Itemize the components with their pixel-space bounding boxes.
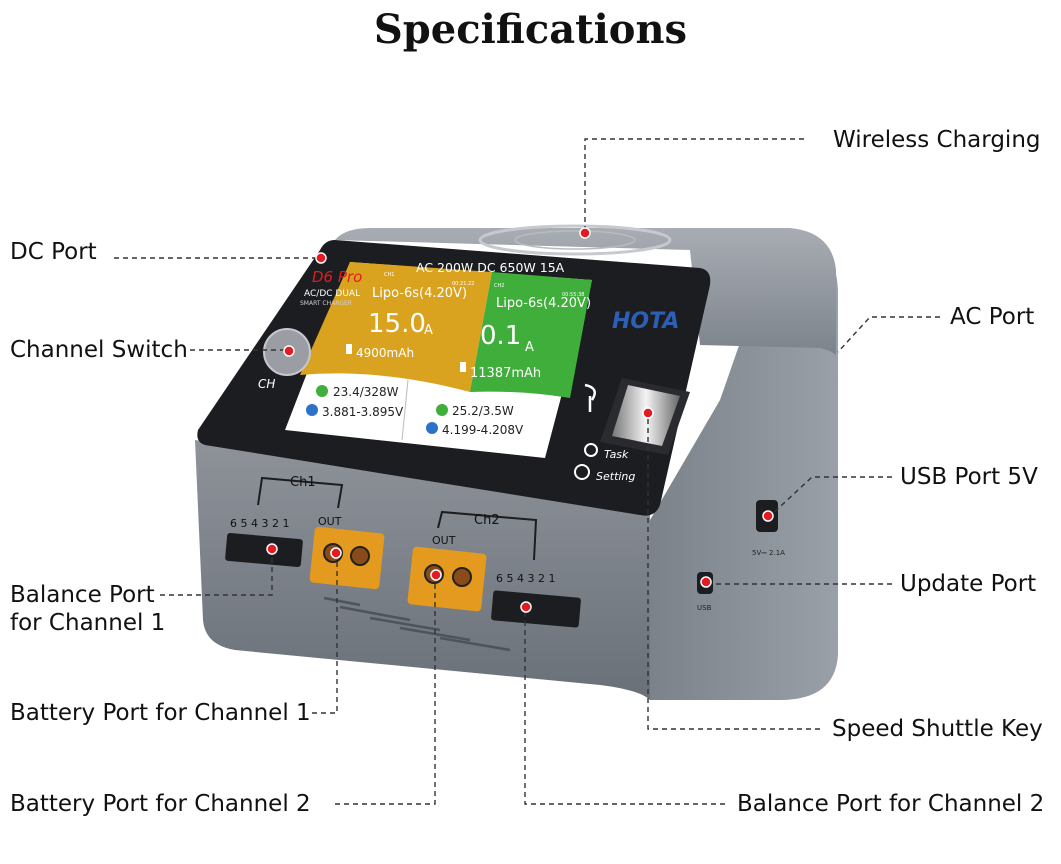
callout-balance-port-ch1-line1: Balance Port xyxy=(10,582,155,608)
device-subtitle-2: SMART CHARGER xyxy=(300,300,352,307)
marker-usb xyxy=(762,510,774,522)
ch1-power-icon xyxy=(316,385,328,397)
ch2-tag: CH2 xyxy=(494,283,504,289)
battery-port-ch1[interactable] xyxy=(309,526,385,590)
ch1-current: 15.0 xyxy=(368,309,426,339)
callout-ac-port: AC Port xyxy=(950,304,1035,330)
task-label: Task xyxy=(604,448,629,461)
callout-balance-port-ch2: Balance Port for Channel 2 xyxy=(737,791,1045,817)
ch1-unit: A xyxy=(424,323,433,338)
leader-speed-shuttle xyxy=(647,418,820,730)
leader-balance-ch1 xyxy=(160,550,273,596)
callout-usb-port: USB Port 5V xyxy=(900,464,1038,490)
balance-port-ch2[interactable] xyxy=(491,590,581,628)
marker-dc xyxy=(315,252,327,264)
ch1-battery-icon xyxy=(346,344,352,354)
leader-battery-ch1 xyxy=(312,556,338,714)
usb-5v-label: 5V⎓ 2.1A xyxy=(752,549,785,557)
ch1-time: 00:21:22 xyxy=(452,281,474,287)
leader-battery-ch2 xyxy=(335,578,436,805)
ch2-voltage-icon xyxy=(426,422,438,434)
ch2-power-icon xyxy=(436,404,448,416)
wireless-pad xyxy=(478,224,672,256)
ch1-voltage: 3.881-3.895V xyxy=(322,405,404,419)
marker-battery-ch2 xyxy=(430,569,442,581)
ch1-balance-pins: 6 5 4 3 2 1 xyxy=(230,517,289,530)
marker-update xyxy=(700,576,712,588)
brand-logo: HOTA xyxy=(612,309,679,334)
ch1-out-label: OUT xyxy=(318,515,342,528)
ch2-battery: Lipo-6s(4.20V) xyxy=(496,296,591,311)
ch2-voltage: 4.199-4.208V xyxy=(442,423,524,437)
marker-balance-ch1 xyxy=(266,543,278,555)
ch1-battery: Lipo-6s(4.20V) xyxy=(372,286,467,301)
ch2-balance-pins: 6 5 4 3 2 1 xyxy=(496,572,555,585)
leader-wireless xyxy=(584,138,804,228)
lcd-ch2-panel xyxy=(470,272,592,398)
device-model: D6 Pro xyxy=(312,268,362,286)
battery-port-ch2[interactable] xyxy=(407,546,487,612)
ch2-group-label: Ch2 xyxy=(474,513,500,528)
device-subtitle: AC/DC DUAL xyxy=(304,289,360,299)
ch2-unit: A xyxy=(525,340,534,355)
lcd-ch1-panel xyxy=(300,262,492,392)
callout-wireless-charging: Wireless Charging xyxy=(833,127,1041,153)
callout-dc-port: DC Port xyxy=(10,239,97,265)
marker-shuttle xyxy=(642,407,654,419)
rotate-arrow-icon xyxy=(584,383,597,412)
balance-port-ch1[interactable] xyxy=(225,532,303,568)
leader-lines xyxy=(114,138,940,805)
page-title: Specifications xyxy=(373,6,688,53)
leader-ac xyxy=(837,316,940,353)
setting-icon xyxy=(574,464,590,480)
callout-balance-port-ch1-line2: for Channel 1 xyxy=(10,610,166,636)
ch1-tag: CH1 xyxy=(384,272,394,278)
marker-balance-ch2 xyxy=(520,601,532,613)
task-icon xyxy=(584,443,598,457)
ch2-capacity: 11387mAh xyxy=(470,366,541,381)
ch-button-label: CH xyxy=(258,377,275,391)
callout-battery-port-ch1: Battery Port for Channel 1 xyxy=(10,700,311,726)
callout-balance-port-ch1: Balance Port for Channel 1 xyxy=(10,581,165,637)
callout-battery-port-ch2: Battery Port for Channel 2 xyxy=(10,791,311,817)
setting-label: Setting xyxy=(596,470,635,483)
charger-top-face xyxy=(335,228,836,355)
ch2-battery-icon xyxy=(460,362,466,372)
marker-wireless xyxy=(579,227,591,239)
ch1-capacity: 4900mAh xyxy=(356,346,414,360)
usb-side-label: USB xyxy=(697,604,712,612)
leader-balance-ch2 xyxy=(524,609,725,805)
callout-channel-switch: Channel Switch xyxy=(10,337,188,363)
lcd-screen xyxy=(285,262,592,458)
power-rating: AC 200W DC 650W 15A xyxy=(416,260,565,275)
marker-channel-switch xyxy=(283,345,295,357)
ch2-power: 25.2/3.5W xyxy=(452,404,514,418)
marker-dots xyxy=(266,227,774,613)
ch1-voltage-icon xyxy=(306,404,318,416)
leader-usb xyxy=(769,476,892,517)
ch2-current: 0.1 xyxy=(480,321,521,351)
callout-update-port: Update Port xyxy=(900,571,1037,597)
ch2-out-label: OUT xyxy=(432,534,456,547)
callout-speed-shuttle-key: Speed Shuttle Key xyxy=(832,716,1043,742)
ch1-group-label: Ch1 xyxy=(290,475,316,490)
marker-battery-ch1 xyxy=(330,547,342,559)
ch1-power: 23.4/328W xyxy=(333,385,399,399)
ch2-time: 00:55:38 xyxy=(562,292,584,298)
